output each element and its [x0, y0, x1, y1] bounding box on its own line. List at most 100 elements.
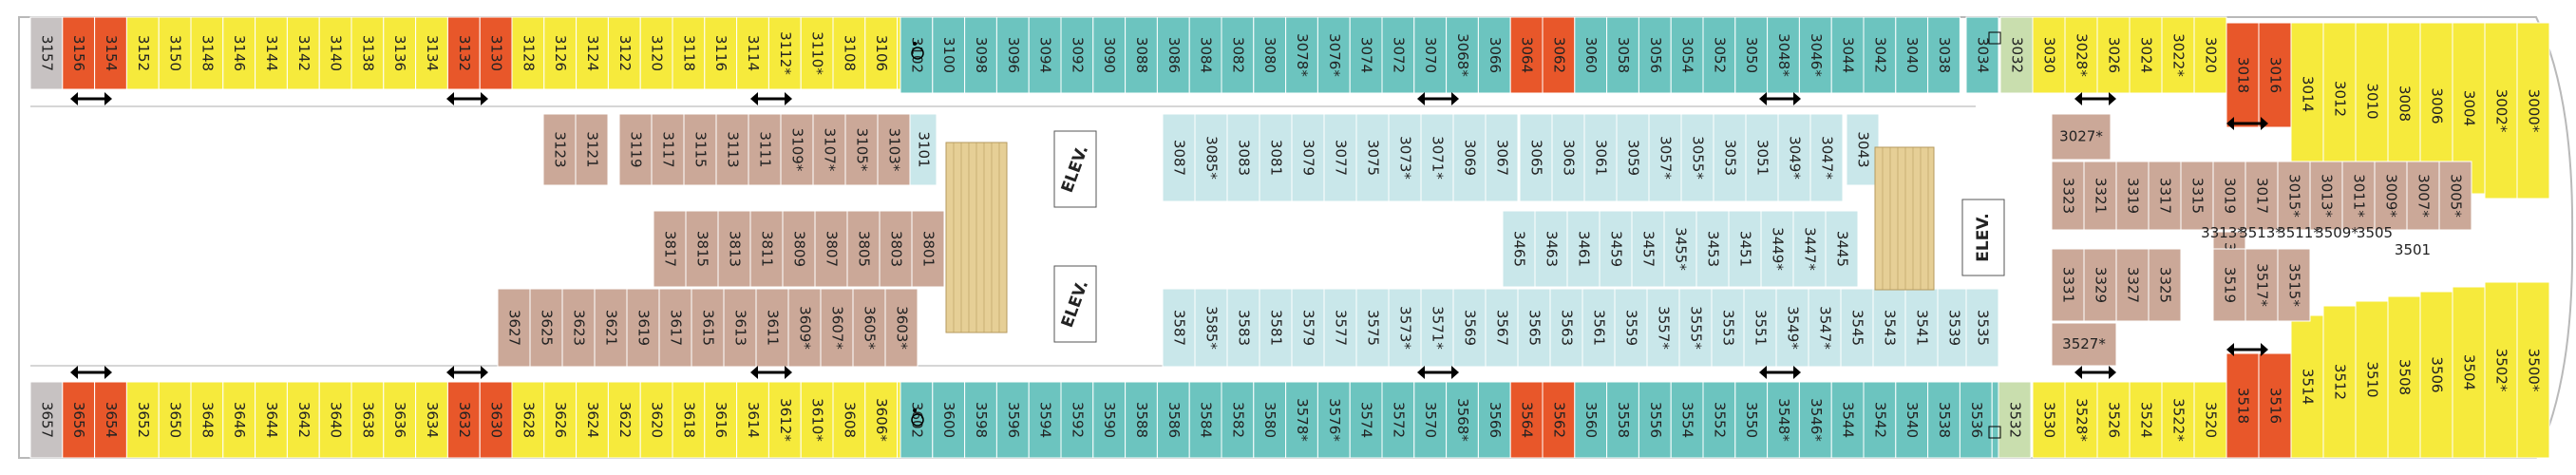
cabin-3030[interactable]: 3030	[2032, 16, 2066, 94]
cabin-3809[interactable]: 3809	[782, 210, 816, 288]
cabin-3613[interactable]: 3613	[723, 288, 757, 368]
cabin-3502-star[interactable]: 3502*	[2484, 281, 2518, 459]
cabin-3568-star[interactable]: 3568*	[1446, 381, 1479, 459]
cabin-3002-star[interactable]: 3002*	[2484, 22, 2518, 200]
cabin-3138[interactable]: 3138	[350, 16, 385, 90]
cabin-3020[interactable]: 3020	[2193, 16, 2227, 94]
cabin-3126[interactable]: 3126	[543, 16, 578, 90]
cabin-3626[interactable]: 3626	[543, 381, 578, 459]
cabin-3459[interactable]: 3459	[1599, 210, 1633, 288]
cabin-3648[interactable]: 3648	[190, 381, 224, 459]
cabin-3656[interactable]: 3656	[62, 381, 96, 459]
cabin-3625[interactable]: 3625	[529, 288, 563, 368]
cabin-3614[interactable]: 3614	[736, 381, 769, 459]
cabin-3558[interactable]: 3558	[1606, 381, 1639, 459]
cabin-3055-star[interactable]: 3055*	[1680, 113, 1714, 202]
cabin-3508[interactable]: 3508	[2387, 295, 2421, 459]
cabin-3026[interactable]: 3026	[2096, 16, 2131, 94]
cabin-3586[interactable]: 3586	[1156, 381, 1190, 459]
cabin-3556[interactable]: 3556	[1638, 381, 1672, 459]
cabin-3071-star[interactable]: 3071*	[1420, 113, 1454, 202]
cabin-3329[interactable]: 3329	[2083, 248, 2117, 322]
cabin-3524[interactable]: 3524	[2129, 381, 2163, 459]
cabin-3098[interactable]: 3098	[964, 16, 997, 94]
cabin-3061[interactable]: 3061	[1583, 113, 1618, 202]
cabin-3541[interactable]: 3541	[1904, 288, 1939, 368]
cabin-3807[interactable]: 3807	[814, 210, 848, 288]
cabin-3119[interactable]: 3119	[618, 113, 653, 186]
cabin-3008[interactable]: 3008	[2387, 22, 2421, 185]
cabin-3587[interactable]: 3587	[1162, 288, 1196, 368]
cabin-3562[interactable]: 3562	[1542, 381, 1576, 459]
cabin-3038[interactable]: 3038	[1927, 16, 1960, 94]
cabin-3567[interactable]: 3567	[1485, 288, 1519, 368]
cabin-3130[interactable]: 3130	[479, 16, 513, 90]
cabin-3013-star[interactable]: 3013*	[2309, 161, 2343, 231]
cabin-3128[interactable]: 3128	[511, 16, 545, 90]
cabin-3066[interactable]: 3066	[1477, 16, 1511, 94]
cabin-3000-star[interactable]: 3000*	[2516, 22, 2550, 200]
cabin-3152[interactable]: 3152	[125, 16, 160, 90]
cabin-3576-star[interactable]: 3576*	[1316, 381, 1351, 459]
cabin-3014[interactable]: 3014	[2290, 22, 2324, 166]
cabin-3034[interactable]: 3034	[1965, 16, 1999, 94]
cabin-3602[interactable]: 3602	[900, 381, 934, 459]
cabin-3583[interactable]: 3583	[1226, 288, 1260, 368]
cabin-3146[interactable]: 3146	[222, 16, 256, 90]
cabin-3319[interactable]: 3319	[2115, 161, 2150, 231]
cabin-3084[interactable]: 3084	[1188, 16, 1222, 94]
cabin-3574[interactable]: 3574	[1349, 381, 1383, 459]
cabin-3553[interactable]: 3553	[1711, 288, 1745, 368]
cabin-3638[interactable]: 3638	[350, 381, 385, 459]
cabin-3065[interactable]: 3065	[1519, 113, 1553, 202]
cabin-3060[interactable]: 3060	[1574, 16, 1608, 94]
cabin-3585-star[interactable]: 3585*	[1194, 288, 1228, 368]
cabin-3142[interactable]: 3142	[286, 16, 320, 90]
cabin-3049-star[interactable]: 3049*	[1777, 113, 1811, 202]
cabin-3815[interactable]: 3815	[685, 210, 719, 288]
cabin-3043[interactable]: 3043	[1846, 113, 1880, 186]
cabin-3598[interactable]: 3598	[964, 381, 997, 459]
cabin-3569[interactable]: 3569	[1452, 288, 1487, 368]
cabin-3630[interactable]: 3630	[479, 381, 513, 459]
cabin-3542[interactable]: 3542	[1863, 381, 1897, 459]
cabin-3592[interactable]: 3592	[1060, 381, 1094, 459]
cabin-3090[interactable]: 3090	[1092, 16, 1127, 94]
cabin-3634[interactable]: 3634	[415, 381, 448, 459]
cabin-3573-star[interactable]: 3573*	[1388, 288, 1422, 368]
cabin-3080[interactable]: 3080	[1253, 16, 1287, 94]
cabin-3610-star[interactable]: 3610*	[800, 381, 834, 459]
cabin-3617[interactable]: 3617	[658, 288, 692, 368]
cabin-3596[interactable]: 3596	[995, 381, 1030, 459]
cabin-3545[interactable]: 3545	[1840, 288, 1874, 368]
cabin-3652[interactable]: 3652	[125, 381, 160, 459]
cabin-3083[interactable]: 3083	[1226, 113, 1260, 202]
cabin-3563[interactable]: 3563	[1549, 288, 1583, 368]
cabin-3509-star[interactable]: 3509*	[2315, 224, 2358, 241]
cabin-3572[interactable]: 3572	[1381, 381, 1415, 459]
cabin-3052[interactable]: 3052	[1702, 16, 1736, 94]
cabin-3549-star[interactable]: 3549*	[1775, 288, 1809, 368]
cabin-3561[interactable]: 3561	[1582, 288, 1616, 368]
cabin-3117[interactable]: 3117	[651, 113, 685, 186]
cabin-3108[interactable]: 3108	[832, 16, 866, 90]
cabin-3046-star[interactable]: 3046*	[1798, 16, 1832, 94]
cabin-3581[interactable]: 3581	[1259, 288, 1293, 368]
cabin-3515-star[interactable]: 3515*	[2277, 248, 2311, 322]
cabin-3559[interactable]: 3559	[1614, 288, 1648, 368]
cabin-3578-star[interactable]: 3578*	[1285, 381, 1318, 459]
cabin-3053[interactable]: 3053	[1713, 113, 1747, 202]
cabin-3109-star[interactable]: 3109*	[780, 113, 814, 186]
cabin-3611[interactable]: 3611	[755, 288, 789, 368]
cabin-3615[interactable]: 3615	[691, 288, 725, 368]
cabin-3546-star[interactable]: 3546*	[1798, 381, 1832, 459]
cabin-3512[interactable]: 3512	[2322, 305, 2357, 459]
cabin-3532[interactable]: 3532	[1998, 381, 2032, 459]
cabin-3028-star[interactable]: 3028*	[2064, 16, 2098, 94]
cabin-3101[interactable]: 3101	[909, 113, 938, 186]
cabin-3560[interactable]: 3560	[1574, 381, 1608, 459]
cabin-3513-star[interactable]: 3513*	[2239, 224, 2282, 241]
cabin-3579[interactable]: 3579	[1291, 288, 1325, 368]
cabin-3016[interactable]: 3016	[2258, 22, 2292, 128]
cabin-3019[interactable]: 3019	[2212, 161, 2246, 231]
